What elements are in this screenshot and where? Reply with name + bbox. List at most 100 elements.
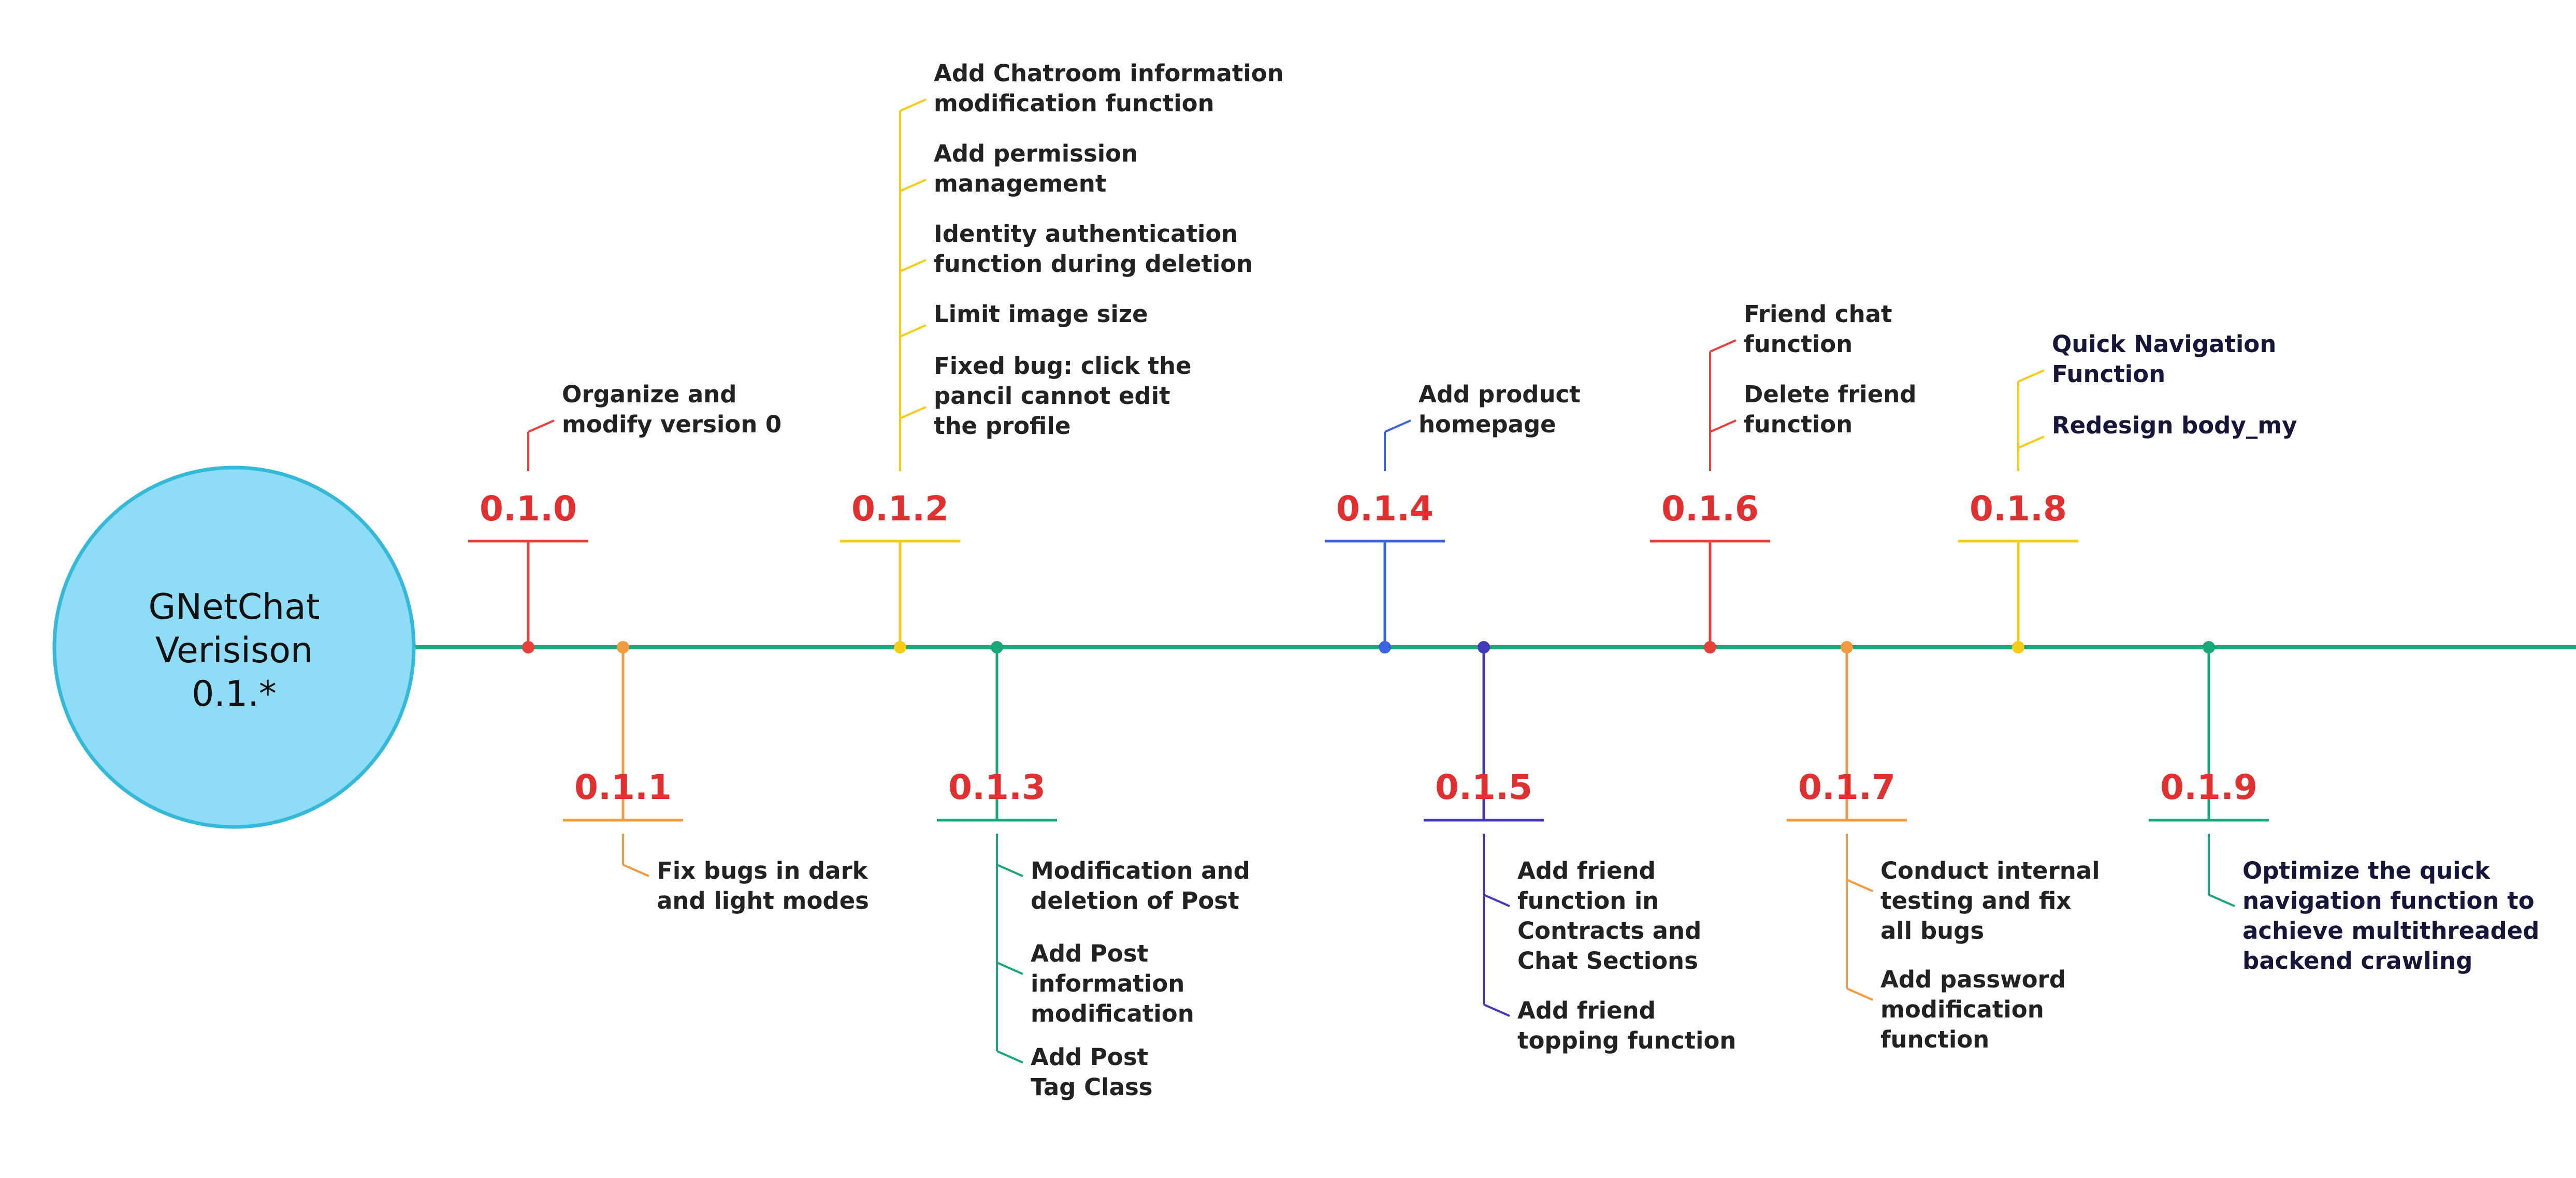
change-item-line: Delete friend (1744, 381, 1916, 408)
version-label: 0.1.4 (1336, 489, 1434, 529)
change-item-line: Add Post (1031, 940, 1148, 967)
change-item-line: Conduct internal (1880, 857, 2100, 884)
version-dot (2203, 641, 2215, 653)
change-item-line: modify version 0 (562, 411, 782, 438)
change-item: Add password modification function (1880, 966, 2066, 1053)
change-item: Conduct internal testing and fix all bugs (1880, 857, 2100, 944)
version-dot (991, 641, 1003, 653)
change-item-line: Identity authentication (934, 220, 1238, 248)
change-item-line: Optimize the quick (2242, 857, 2491, 884)
change-item-line: Add permission (934, 140, 1138, 167)
change-item-line: achieve multithreaded (2242, 917, 2539, 944)
item-tick (900, 179, 927, 192)
version-dot (617, 641, 629, 653)
item-tick (528, 419, 555, 433)
change-item-line: Fix bugs in dark (657, 857, 869, 884)
item-tick (1483, 894, 1510, 907)
item-tick (996, 864, 1023, 877)
version-dot (894, 641, 906, 653)
change-item-line: Add Chatroom information (934, 60, 1284, 87)
change-item-line: Contracts and (1517, 917, 1701, 944)
change-item-line: Friend chat (1744, 300, 1892, 328)
item-tick (1710, 339, 1736, 353)
change-item-line: modification (1880, 996, 2044, 1023)
title-circle (52, 466, 416, 829)
change-item-line: Tag Class (1031, 1073, 1153, 1101)
item-tick (1846, 879, 1873, 892)
title-line-2: Verisison (155, 630, 313, 671)
title-line-3: 0.1.* (192, 674, 277, 715)
change-item: Add Chatroom information modification fun… (934, 60, 1284, 117)
change-item-line: Limit image size (934, 300, 1148, 328)
change-item-line: modification function (934, 90, 1214, 117)
change-item-line: function (1744, 411, 1853, 438)
change-item: Add Post information modification (1031, 940, 1194, 1027)
change-item-line: navigation function to (2242, 887, 2535, 914)
change-item-line: topping function (1517, 1027, 1736, 1054)
change-item-line: function in (1517, 887, 1659, 914)
change-item: Optimize the quick navigation function to… (2242, 857, 2539, 975)
item-tick (2018, 435, 2045, 449)
item-tick (996, 1050, 1023, 1064)
change-item: Redesign body_my (2052, 412, 2297, 439)
change-item-line: Add friend (1517, 997, 1656, 1024)
change-item: Add friend topping function (1517, 997, 1736, 1054)
item-tick (623, 864, 649, 877)
change-item-line: Add friend (1517, 857, 1656, 884)
version-label: 0.1.3 (948, 767, 1046, 807)
item-tick (1846, 987, 1873, 1001)
change-item-line: modification (1031, 1000, 1194, 1027)
change-item: Limit image size (934, 300, 1148, 328)
item-tick (900, 259, 927, 272)
change-item-line: Redesign body_my (2052, 412, 2297, 439)
version-label: 0.1.6 (1661, 489, 1759, 529)
change-item-line: Function (2052, 360, 2165, 388)
item-tick (900, 98, 927, 112)
change-item: Add permission management (934, 140, 1138, 197)
change-item-line: Add password (1880, 966, 2066, 993)
version-dot (1379, 641, 1391, 653)
change-item-line: deletion of Post (1031, 887, 1239, 914)
version-label: 0.1.0 (480, 489, 577, 529)
item-tick (2208, 894, 2235, 907)
change-item-line: function (1880, 1026, 1989, 1053)
change-item-line: Add Post (1031, 1043, 1148, 1071)
version-label: 0.1.8 (1970, 489, 2067, 529)
item-tick (900, 324, 927, 338)
change-item-line: Quick Navigation (2052, 330, 2276, 358)
change-item-line: homepage (1419, 411, 1556, 438)
change-item-line: management (934, 170, 1106, 197)
change-item-line: the profile (934, 412, 1070, 440)
change-item-line: all bugs (1880, 917, 1984, 944)
change-item-line: information (1031, 970, 1184, 997)
change-item-line: backend crawling (2242, 947, 2472, 975)
item-tick (900, 406, 927, 419)
change-item-line: pancil cannot edit (934, 382, 1170, 410)
change-item-line: Fixed bug: click the (934, 352, 1192, 380)
title-line-1: GNetChat (149, 587, 320, 628)
change-item-line: testing and fix (1880, 887, 2071, 914)
change-item: Modification and deletion of Post (1031, 857, 1250, 914)
change-item-line: Modification and (1031, 857, 1250, 884)
version-dot (1478, 641, 1490, 653)
item-tick (996, 962, 1023, 975)
item-tick (1710, 419, 1736, 433)
